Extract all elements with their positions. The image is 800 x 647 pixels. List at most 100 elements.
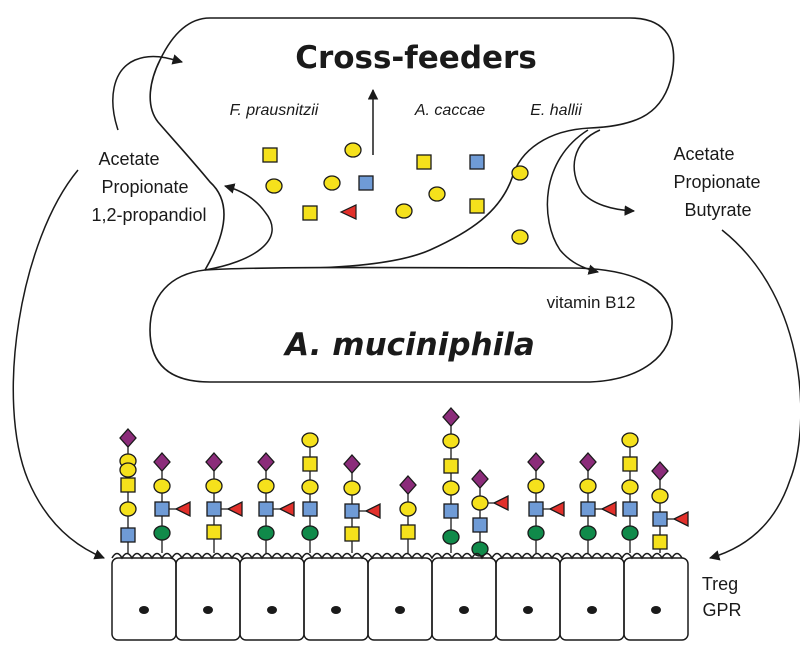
- yellow-circle-icon: [621, 432, 639, 448]
- green-circle-icon: [527, 525, 545, 541]
- purple-diamond-icon: [579, 452, 597, 472]
- green-circle-icon: [153, 525, 171, 541]
- green-circle-icon: [257, 525, 275, 541]
- yellow-square-icon: [302, 205, 318, 221]
- yellow-square-icon: [652, 534, 668, 550]
- left-products: Acetate Propionate 1,2-propandiol: [91, 149, 206, 225]
- blue-square-icon: [358, 175, 374, 191]
- red-triangle-icon: [492, 494, 509, 512]
- arrow-loop-to-cross-feeders: [112, 54, 184, 131]
- green-circle-icon: [579, 525, 597, 541]
- yellow-circle-icon: [301, 432, 319, 448]
- red-triangle-icon: [339, 204, 357, 220]
- cross-feeders-group: Cross-feeders F. prausnitzii A. caccae E…: [149, 17, 675, 271]
- blue-square-icon: [258, 501, 274, 517]
- glycan-chain: [442, 407, 460, 553]
- species-label: F. prausnitzii: [230, 102, 319, 119]
- epithelial-cell: [367, 557, 433, 641]
- epithelial-cell: [303, 557, 369, 641]
- yellow-square-icon: [120, 477, 136, 493]
- left-product-label: Propionate: [101, 177, 188, 197]
- glycan-chain: [343, 454, 381, 553]
- arrow-cross-feeders-to-vitamin-b12: [546, 129, 600, 275]
- yellow-circle-icon: [153, 478, 171, 494]
- purple-diamond-icon: [651, 461, 669, 481]
- purple-diamond-icon: [119, 428, 137, 448]
- blue-square-icon: [154, 501, 170, 517]
- yellow-square-icon: [622, 456, 638, 472]
- cross-feeders-blob: [149, 17, 675, 271]
- epithelial-cell: [175, 557, 241, 641]
- purple-diamond-icon: [471, 469, 489, 489]
- green-circle-icon: [442, 529, 460, 545]
- yellow-square-icon: [416, 154, 432, 170]
- red-triangle-icon: [672, 510, 689, 528]
- akkermansia-group: vitamin B12 A. muciniphila: [149, 266, 673, 383]
- purple-diamond-icon: [257, 452, 275, 472]
- purple-diamond-icon: [153, 452, 171, 472]
- glycan-chain: [119, 428, 137, 553]
- yellow-circle-icon: [119, 501, 137, 517]
- yellow-circle-icon: [343, 480, 361, 496]
- blue-square-icon: [472, 517, 488, 533]
- right-product-label: Acetate: [673, 144, 734, 164]
- blue-square-icon: [120, 527, 136, 543]
- yellow-circle-icon: [651, 488, 669, 504]
- glycan-chain: [257, 452, 295, 553]
- purple-diamond-icon: [442, 407, 460, 427]
- yellow-circle-icon: [527, 478, 545, 494]
- red-triangle-icon: [226, 500, 243, 518]
- nucleus: [203, 606, 213, 614]
- glycan-chain: [651, 461, 689, 553]
- epithelial-cell: [559, 557, 625, 641]
- yellow-circle-icon: [205, 478, 223, 494]
- blue-square-icon: [652, 511, 668, 527]
- yellow-circle-icon: [323, 175, 341, 191]
- yellow-circle-icon: [265, 178, 283, 194]
- nucleus: [267, 606, 277, 614]
- red-triangle-icon: [548, 500, 565, 518]
- green-circle-icon: [621, 525, 639, 541]
- yellow-circle-icon: [344, 142, 362, 158]
- arrow-akkermansia-to-left-products: [204, 183, 273, 271]
- yellow-square-icon: [400, 524, 416, 540]
- microvilli-border: [111, 552, 683, 560]
- epithelial-cell: [239, 557, 305, 641]
- red-triangle-icon: [174, 500, 191, 518]
- nucleus: [139, 606, 149, 614]
- green-circle-icon: [301, 525, 319, 541]
- epithelial-cell: [623, 557, 689, 641]
- nucleus: [331, 606, 341, 614]
- glycan-chain: [399, 475, 417, 553]
- yellow-square-icon: [302, 456, 318, 472]
- red-triangle-icon: [278, 500, 295, 518]
- nucleus: [523, 606, 533, 614]
- species-label: E. hallii: [530, 102, 582, 119]
- yellow-circle-icon: [442, 433, 460, 449]
- blue-square-icon: [528, 501, 544, 517]
- purple-diamond-icon: [527, 452, 545, 472]
- left-product-label: 1,2-propandiol: [91, 205, 206, 225]
- yellow-circle-icon: [119, 462, 137, 478]
- glycan-chain: [621, 432, 639, 553]
- right-products: Acetate Propionate Butyrate: [673, 144, 760, 220]
- blue-square-icon: [206, 501, 222, 517]
- nucleus: [651, 606, 661, 614]
- glycan-chain: [301, 432, 319, 553]
- species-label: A. caccae: [414, 102, 485, 119]
- glycan-chain: [205, 452, 243, 553]
- yellow-square-icon: [469, 198, 485, 214]
- left-product-label: Acetate: [98, 149, 159, 169]
- arrow-cross-feeders-to-right-products: [573, 129, 636, 216]
- yellow-square-icon: [262, 147, 278, 163]
- blue-square-icon: [344, 503, 360, 519]
- yellow-square-icon: [344, 526, 360, 542]
- glycan-chain: [527, 452, 565, 553]
- red-triangle-icon: [600, 500, 617, 518]
- free-sugars: [262, 142, 529, 245]
- arrows: [12, 54, 800, 561]
- yellow-circle-icon: [511, 229, 529, 245]
- yellow-circle-icon: [621, 479, 639, 495]
- epithelial-cell: [495, 557, 561, 641]
